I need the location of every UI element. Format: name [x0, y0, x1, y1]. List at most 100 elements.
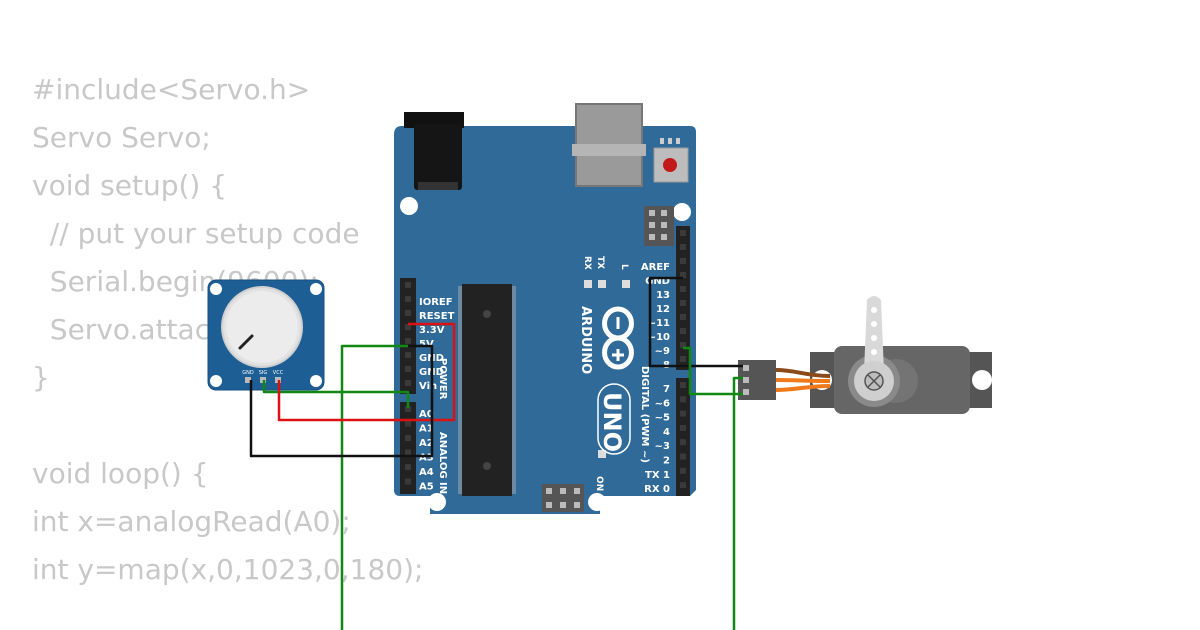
header-pin[interactable] [680, 286, 686, 292]
code-line: Servo Servo; [32, 121, 211, 154]
pin-label: A2 [419, 438, 434, 449]
header-pin[interactable] [405, 380, 411, 386]
pin-label: AREF [641, 262, 670, 273]
model-label: UNO [598, 392, 626, 452]
code-line: } [32, 361, 50, 394]
pin-label: A5 [419, 482, 434, 493]
header-pin[interactable] [680, 382, 686, 388]
rx-label: RX [582, 256, 592, 270]
header-pin[interactable] [680, 439, 686, 446]
mounting-hole [588, 493, 606, 511]
wire-green-servo-signal [683, 346, 743, 396]
led-tx [598, 280, 606, 288]
led-on [598, 450, 606, 458]
digital-label: DIGITAL (PWM ~) [639, 366, 650, 463]
pin-label: 2 [663, 456, 670, 467]
wire-black-gnd [249, 344, 434, 458]
servo-horn[interactable] [864, 296, 884, 372]
pin-label: Vin [419, 381, 437, 392]
header-pin[interactable] [405, 464, 411, 470]
pin-label: TX 1 [645, 470, 670, 481]
pin-label: ~10 [648, 332, 670, 343]
reset-button[interactable] [653, 147, 689, 183]
analog-header [400, 402, 416, 494]
pin-label: ~3 [655, 441, 670, 452]
code-listing: #include<Servo.h> Servo Servo; void setu… [32, 66, 423, 594]
header-pin[interactable] [680, 453, 686, 460]
wire-red-vcc [277, 322, 456, 422]
pin-label: 3.3V [419, 325, 445, 336]
header-pin[interactable] [680, 272, 686, 278]
header-pin[interactable] [680, 424, 686, 431]
header-pin[interactable] [680, 356, 686, 362]
wire-green-servo-down [732, 376, 743, 630]
header-pin[interactable] [680, 342, 686, 348]
pin-label: A1 [419, 424, 434, 435]
led-rx [584, 280, 592, 288]
header-pin[interactable] [680, 396, 686, 403]
pin-label: 13 [656, 290, 670, 301]
pin-label: IOREF [419, 297, 453, 308]
pin-label: A4 [419, 467, 434, 478]
header-pin[interactable] [405, 324, 411, 330]
potentiometer[interactable]: GND SIG VCC [207, 279, 325, 391]
pin-label: 7 [663, 384, 670, 395]
pin-label: RX 0 [644, 484, 670, 495]
header-pin[interactable] [405, 352, 411, 358]
arduino-logo-icon [602, 306, 634, 370]
header-pin[interactable] [405, 420, 411, 427]
digital-pin-labels-bottom: 7 ~6 ~5 4 ~3 2 TX 1 RX 0 [644, 384, 670, 495]
header-pin[interactable] [405, 435, 411, 441]
header-pin[interactable] [680, 410, 686, 417]
mounting-hole [673, 203, 691, 221]
power-header [400, 278, 416, 394]
digital-header-bottom [676, 378, 690, 496]
header-pin[interactable] [405, 478, 411, 485]
header-pin[interactable] [680, 300, 686, 306]
pin-label: ~5 [655, 413, 670, 424]
pin-label: ~6 [655, 398, 670, 409]
pot-indicator [238, 334, 254, 350]
servo-motor[interactable] [738, 296, 992, 414]
arduino-uno-board[interactable]: ARDUINO UNO POWER ANALOG IN DIGITAL (PWM… [394, 103, 696, 514]
pin-label: 12 [656, 304, 670, 315]
pin-label: A3 [419, 453, 434, 464]
header-pins [405, 230, 686, 489]
code-line: // put your setup code [32, 217, 360, 250]
header-pin[interactable] [680, 328, 686, 334]
power-label: POWER [437, 358, 448, 400]
header-pin[interactable] [680, 482, 686, 489]
code-line: void loop() { [32, 457, 209, 490]
mounting-hole [400, 197, 418, 215]
header-pin[interactable] [405, 310, 411, 316]
wire-green-sig [262, 380, 410, 408]
header-pin[interactable] [405, 296, 411, 302]
header-pin[interactable] [405, 406, 411, 412]
on-label: ON [594, 476, 604, 491]
pin-label: RESET [419, 311, 455, 322]
header-pin[interactable] [680, 314, 686, 320]
header-pin[interactable] [405, 366, 411, 372]
header-pin[interactable] [405, 338, 411, 344]
pin-label: 4 [663, 427, 670, 438]
l-label: L [619, 264, 629, 270]
pot-pin-gnd[interactable] [245, 377, 251, 383]
header-pin[interactable] [680, 467, 686, 474]
header-pin[interactable] [405, 282, 411, 288]
pin-label: 5V [419, 339, 434, 350]
header-pin[interactable] [680, 244, 686, 250]
pin-label: ~9 [655, 346, 670, 357]
led-l [622, 280, 630, 288]
header-pin[interactable] [405, 449, 411, 456]
code-line: Servo.attach [32, 313, 228, 346]
header-pin[interactable] [680, 258, 686, 264]
pot-pin-label-sig: SIG [259, 370, 268, 376]
pin-label: A0 [419, 409, 434, 420]
pot-pin-label-gnd: GND [242, 370, 254, 376]
header-pin[interactable] [680, 230, 686, 236]
code-line: int y=map(x,0,1023,0,180); [32, 553, 424, 586]
digital-header-top [676, 226, 690, 370]
pot-pin-label-vcc: VCC [273, 370, 284, 376]
brand-label: ARDUINO [578, 306, 593, 374]
